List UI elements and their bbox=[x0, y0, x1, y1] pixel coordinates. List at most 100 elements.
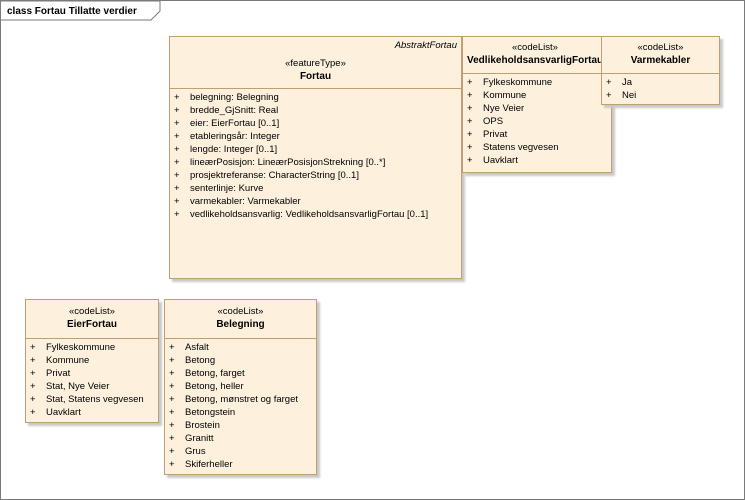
attribute-text: Uavklart bbox=[483, 155, 518, 166]
attribute-row: +etableringsår: Integer bbox=[170, 130, 461, 143]
visibility-marker: + bbox=[30, 381, 36, 392]
attribute-row: + Betong bbox=[165, 354, 316, 367]
attribute-row: + Statens vegvesen bbox=[463, 141, 611, 154]
attribute-text: bredde_GjSnitt: Real bbox=[190, 105, 279, 116]
class-header: «codeList» Belegning bbox=[165, 300, 316, 339]
attribute-row: +Grus bbox=[165, 445, 316, 458]
attribute-row: + Fylkeskommune bbox=[463, 76, 611, 89]
visibility-marker: + bbox=[174, 105, 180, 116]
attribute-row: +Kommune bbox=[26, 354, 158, 367]
attribute-row: +Asfalt bbox=[165, 341, 316, 354]
attribute-text: Privat bbox=[46, 368, 71, 379]
attribute-text: Brostein bbox=[185, 420, 220, 431]
codelist-vedlikeholdsansvarligfortau[interactable]: «codeList» VedlikeholdsansvarligFortau +… bbox=[462, 36, 612, 173]
class-name: Belegning bbox=[216, 319, 265, 330]
attribute-text: Ja bbox=[622, 77, 633, 88]
frame-title: class Fortau Tillatte verdier bbox=[7, 6, 137, 17]
class-header: «codeList» EierFortau bbox=[26, 300, 158, 339]
visibility-marker: + bbox=[606, 90, 612, 101]
visibility-marker: + bbox=[174, 144, 180, 155]
stereotype-label: «featureType» bbox=[285, 58, 346, 69]
attribute-row: +varmekabler: Varmekabler bbox=[170, 195, 461, 208]
attribute-row: + Betong, farget bbox=[165, 367, 316, 380]
visibility-marker: + bbox=[30, 355, 36, 366]
visibility-marker: + bbox=[169, 368, 175, 379]
attribute-row: + Brostein bbox=[165, 419, 316, 432]
attribute-text: Betong, mønstret og farget bbox=[185, 394, 299, 405]
attribute-row: + belegning: Belegning bbox=[170, 91, 461, 104]
attribute-row: + prosjektreferanse: CharacterString [0..… bbox=[170, 169, 461, 182]
visibility-marker: + bbox=[169, 459, 175, 470]
attribute-row: + Betong, mønstret og farget bbox=[165, 393, 316, 406]
attribute-row: +vedlikeholdsansvarlig: Vedlikeholdsansv… bbox=[170, 208, 461, 221]
abstract-superclass-label: AbstraktFortau bbox=[394, 40, 457, 51]
attribute-row: + Betong, heller bbox=[165, 380, 316, 393]
attribute-text: Nei bbox=[622, 90, 637, 101]
visibility-marker: + bbox=[169, 381, 175, 392]
visibility-marker: + bbox=[174, 170, 180, 181]
attribute-row: +OPS bbox=[463, 115, 611, 128]
attribute-row: + Betongstein bbox=[165, 406, 316, 419]
attribute-text: Betong bbox=[185, 355, 216, 366]
visibility-marker: + bbox=[174, 183, 180, 194]
stereotype-label: «codeList» bbox=[69, 306, 115, 317]
attribute-text: Fylkeskommune bbox=[46, 342, 116, 353]
visibility-marker: + bbox=[30, 342, 36, 353]
visibility-marker: + bbox=[169, 420, 175, 431]
attribute-list: +Fylkeskommune+Kommune+Nye Veier+OPS+Pri… bbox=[463, 74, 611, 167]
attribute-text: eier: EierFortau [0..1] bbox=[190, 118, 280, 129]
attribute-row: + Fylkeskommune bbox=[26, 341, 158, 354]
class-header: «codeList» Varmekabler bbox=[602, 37, 719, 74]
visibility-marker: + bbox=[174, 196, 180, 207]
attribute-text: Privat bbox=[483, 129, 508, 140]
visibility-marker: + bbox=[174, 118, 180, 129]
attribute-row: + Stat, Nye Veier bbox=[26, 380, 158, 393]
attribute-row: + Ja bbox=[602, 76, 719, 89]
attribute-row: +lengde: Integer [0..1] bbox=[170, 143, 461, 156]
attribute-text: Kommune bbox=[483, 90, 527, 101]
codelist-eierfortau[interactable]: «codeList» EierFortau + Fylkeskommune+Kom… bbox=[25, 299, 159, 423]
visibility-marker: + bbox=[174, 92, 180, 103]
class-name: Varmekabler bbox=[630, 55, 691, 66]
attribute-text: senterlinje: Kurve bbox=[190, 183, 264, 194]
attribute-row: +Uavklart bbox=[26, 406, 158, 419]
attribute-row: + lineærPosisjon: LineærPosisjonStrekning… bbox=[170, 156, 461, 169]
visibility-marker: + bbox=[467, 103, 473, 114]
visibility-marker: + bbox=[174, 157, 180, 168]
visibility-marker: + bbox=[467, 155, 473, 166]
attribute-text: Betongstein bbox=[185, 407, 236, 418]
attribute-text: Uavklart bbox=[46, 407, 81, 418]
attribute-text: Betong, heller bbox=[185, 381, 244, 392]
visibility-marker: + bbox=[169, 394, 175, 405]
visibility-marker: + bbox=[169, 342, 175, 353]
attribute-text: lineærPosisjon: LineærPosisjonStrekning … bbox=[190, 157, 386, 168]
attribute-row: + Kommune bbox=[463, 89, 611, 102]
attribute-row: +Privat bbox=[463, 128, 611, 141]
attribute-text: Statens vegvesen bbox=[483, 142, 559, 153]
attribute-list: + belegning: Belegning + bredde_GjSnitt: Re… bbox=[170, 89, 461, 221]
attribute-text: etableringsår: Integer bbox=[190, 131, 280, 142]
visibility-marker: + bbox=[467, 90, 473, 101]
class-name: VedlikeholdsansvarligFortau bbox=[467, 55, 604, 66]
attribute-text: OPS bbox=[483, 116, 504, 127]
codelist-varmekabler[interactable]: «codeList» Varmekabler + Ja + Nei bbox=[601, 36, 720, 105]
stereotype-label: «codeList» bbox=[512, 42, 558, 53]
attribute-text: Fylkeskommune bbox=[483, 77, 553, 88]
attribute-text: Nye Veier bbox=[483, 103, 525, 114]
attribute-text: belegning: Belegning bbox=[190, 92, 279, 103]
visibility-marker: + bbox=[174, 209, 180, 220]
class-name: EierFortau bbox=[66, 319, 117, 330]
attribute-text: Betong, farget bbox=[185, 368, 245, 379]
attribute-row: + senterlinje: Kurve bbox=[170, 182, 461, 195]
class-fortau[interactable]: AbstraktFortau «featureType» Fortau +bel… bbox=[169, 36, 462, 279]
attribute-text: Stat, Nye Veier bbox=[46, 381, 110, 392]
attribute-row: + eier: EierFortau [0..1] bbox=[170, 117, 461, 130]
visibility-marker: + bbox=[169, 407, 175, 418]
visibility-marker: + bbox=[169, 355, 175, 366]
attribute-text: prosjektreferanse: CharacterString [0..1… bbox=[190, 170, 359, 181]
visibility-marker: + bbox=[467, 142, 473, 153]
visibility-marker: + bbox=[606, 77, 612, 88]
codelist-belegning[interactable]: «codeList» Belegning +Asfalt+Betong+Beto… bbox=[164, 299, 317, 475]
visibility-marker: + bbox=[169, 433, 175, 444]
attribute-text: Skiferheller bbox=[185, 459, 233, 470]
